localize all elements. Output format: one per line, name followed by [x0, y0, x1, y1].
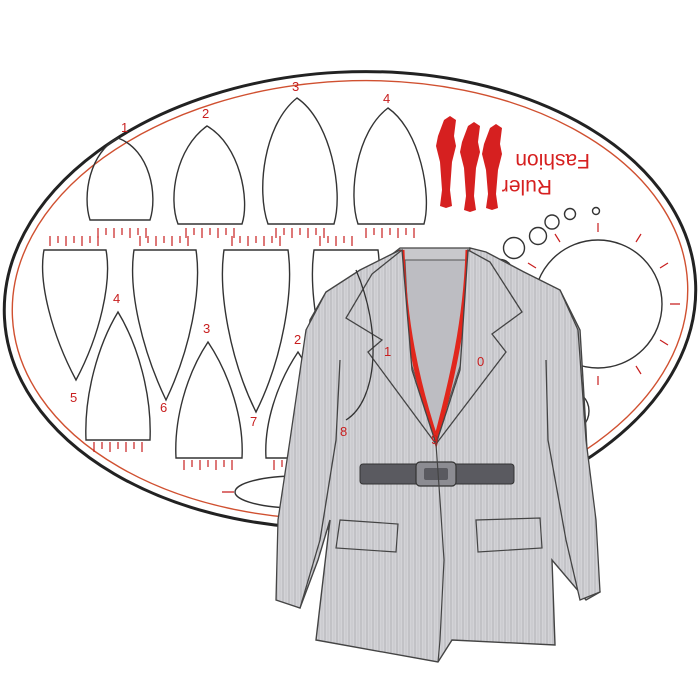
- middle-number-8: 8: [340, 424, 347, 439]
- top-number-4: 4: [383, 91, 390, 106]
- brand-line-fashion: Fashion: [515, 149, 590, 172]
- top-row-tick-marks: [97, 228, 415, 238]
- inverted-template-6: [131, 249, 199, 402]
- top-number-1: 1: [121, 120, 128, 135]
- bottom-number-2: 2: [294, 332, 301, 347]
- top-number-2: 2: [202, 106, 209, 121]
- left-pocket-flap: [335, 519, 399, 553]
- bottom-number-3: 3: [203, 321, 210, 336]
- jacket-front-edge: [435, 443, 445, 663]
- three-dress-forms-icon: [436, 116, 502, 212]
- teardrop-template-3: [262, 97, 338, 225]
- brand-line-ruler: Ruler: [502, 175, 552, 198]
- bottom-number-4: 4: [113, 291, 120, 306]
- middle-row-tick-marks: [49, 236, 353, 246]
- pointed-template-3: [175, 340, 243, 459]
- left-sleeve: [275, 291, 341, 609]
- brand-text: Ruler Fashion: [502, 149, 590, 198]
- left-lapel: [345, 248, 437, 445]
- middle-number-5: 5: [70, 390, 77, 405]
- inverted-template-5: [41, 249, 109, 382]
- ruler-overlay: 1 0 8 9: [340, 269, 484, 447]
- belt-buckle-icon: [415, 461, 457, 487]
- teardrop-template-2: [173, 125, 246, 225]
- middle-number-6: 6: [160, 400, 167, 415]
- pointed-template-4: [85, 310, 151, 441]
- top-row-templates: [86, 97, 428, 225]
- teardrop-template-1: [86, 137, 154, 221]
- large-circle-tick-marks: [527, 223, 680, 385]
- inverted-template-7: [221, 249, 291, 414]
- bottom-number-0: 0: [477, 354, 484, 369]
- right-sleeve: [545, 289, 601, 601]
- middle-number-9: 9: [431, 432, 438, 447]
- right-lapel: [435, 248, 523, 445]
- bottom-number-1: 1: [384, 344, 391, 359]
- jacket-illustration: [275, 247, 601, 663]
- right-pocket-flap: [475, 517, 543, 553]
- teardrop-template-4: [353, 107, 428, 225]
- middle-number-7: 7: [250, 414, 257, 429]
- top-number-3: 3: [292, 79, 299, 94]
